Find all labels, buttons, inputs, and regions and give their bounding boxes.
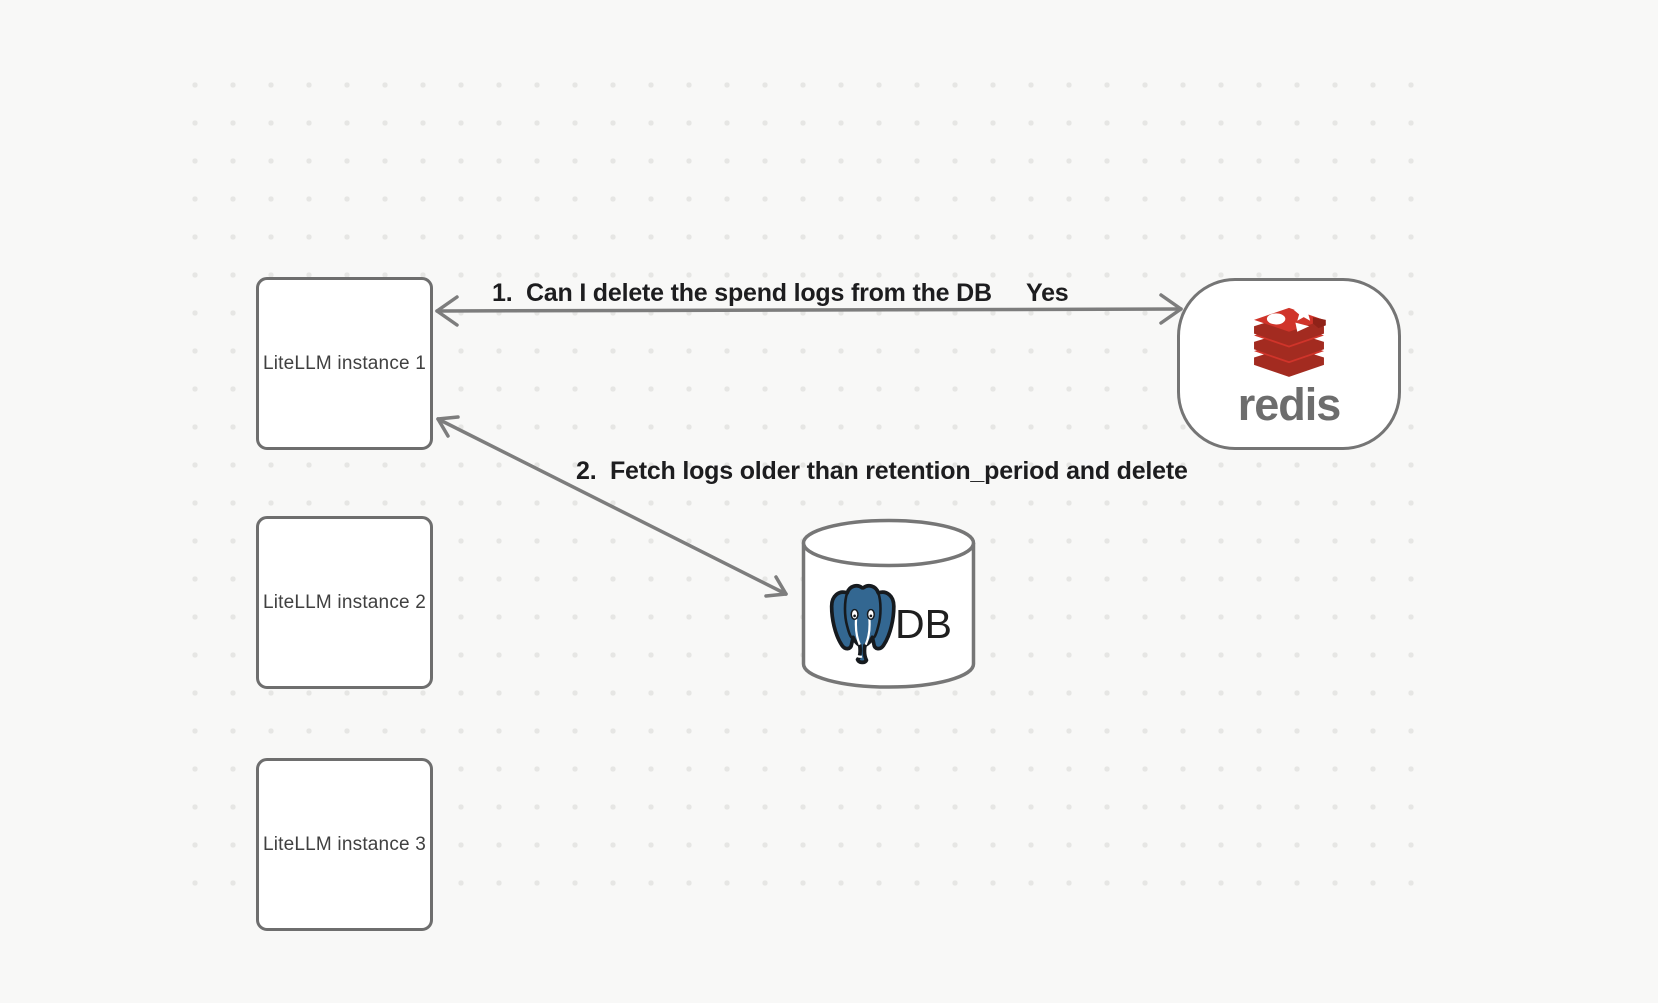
postgresql-elephant-icon bbox=[829, 583, 896, 665]
node-label: LiteLLM instance 1 bbox=[262, 352, 427, 374]
edge2-label: 2. Fetch logs older than retention_perio… bbox=[576, 457, 1188, 485]
arrow-instance1-redis bbox=[435, 293, 1183, 327]
edge1-label: 1. Can I delete the spend logs from the … bbox=[492, 279, 992, 307]
arrow-instance1-db bbox=[436, 415, 788, 598]
redis-logo-icon bbox=[1254, 302, 1326, 377]
node-litellm-instance-2: LiteLLM instance 2 bbox=[256, 516, 433, 689]
node-label: LiteLLM instance 2 bbox=[262, 591, 427, 613]
node-redis: redis bbox=[1177, 278, 1401, 450]
edge1-response-label: Yes bbox=[1026, 279, 1069, 307]
database-label: DB bbox=[895, 600, 952, 647]
node-database: DB bbox=[800, 517, 977, 690]
node-label: LiteLLM instance 3 bbox=[262, 833, 427, 855]
node-litellm-instance-1: LiteLLM instance 1 bbox=[256, 277, 433, 450]
node-litellm-instance-3: LiteLLM instance 3 bbox=[256, 758, 433, 931]
redis-wordmark: redis bbox=[1237, 378, 1342, 430]
